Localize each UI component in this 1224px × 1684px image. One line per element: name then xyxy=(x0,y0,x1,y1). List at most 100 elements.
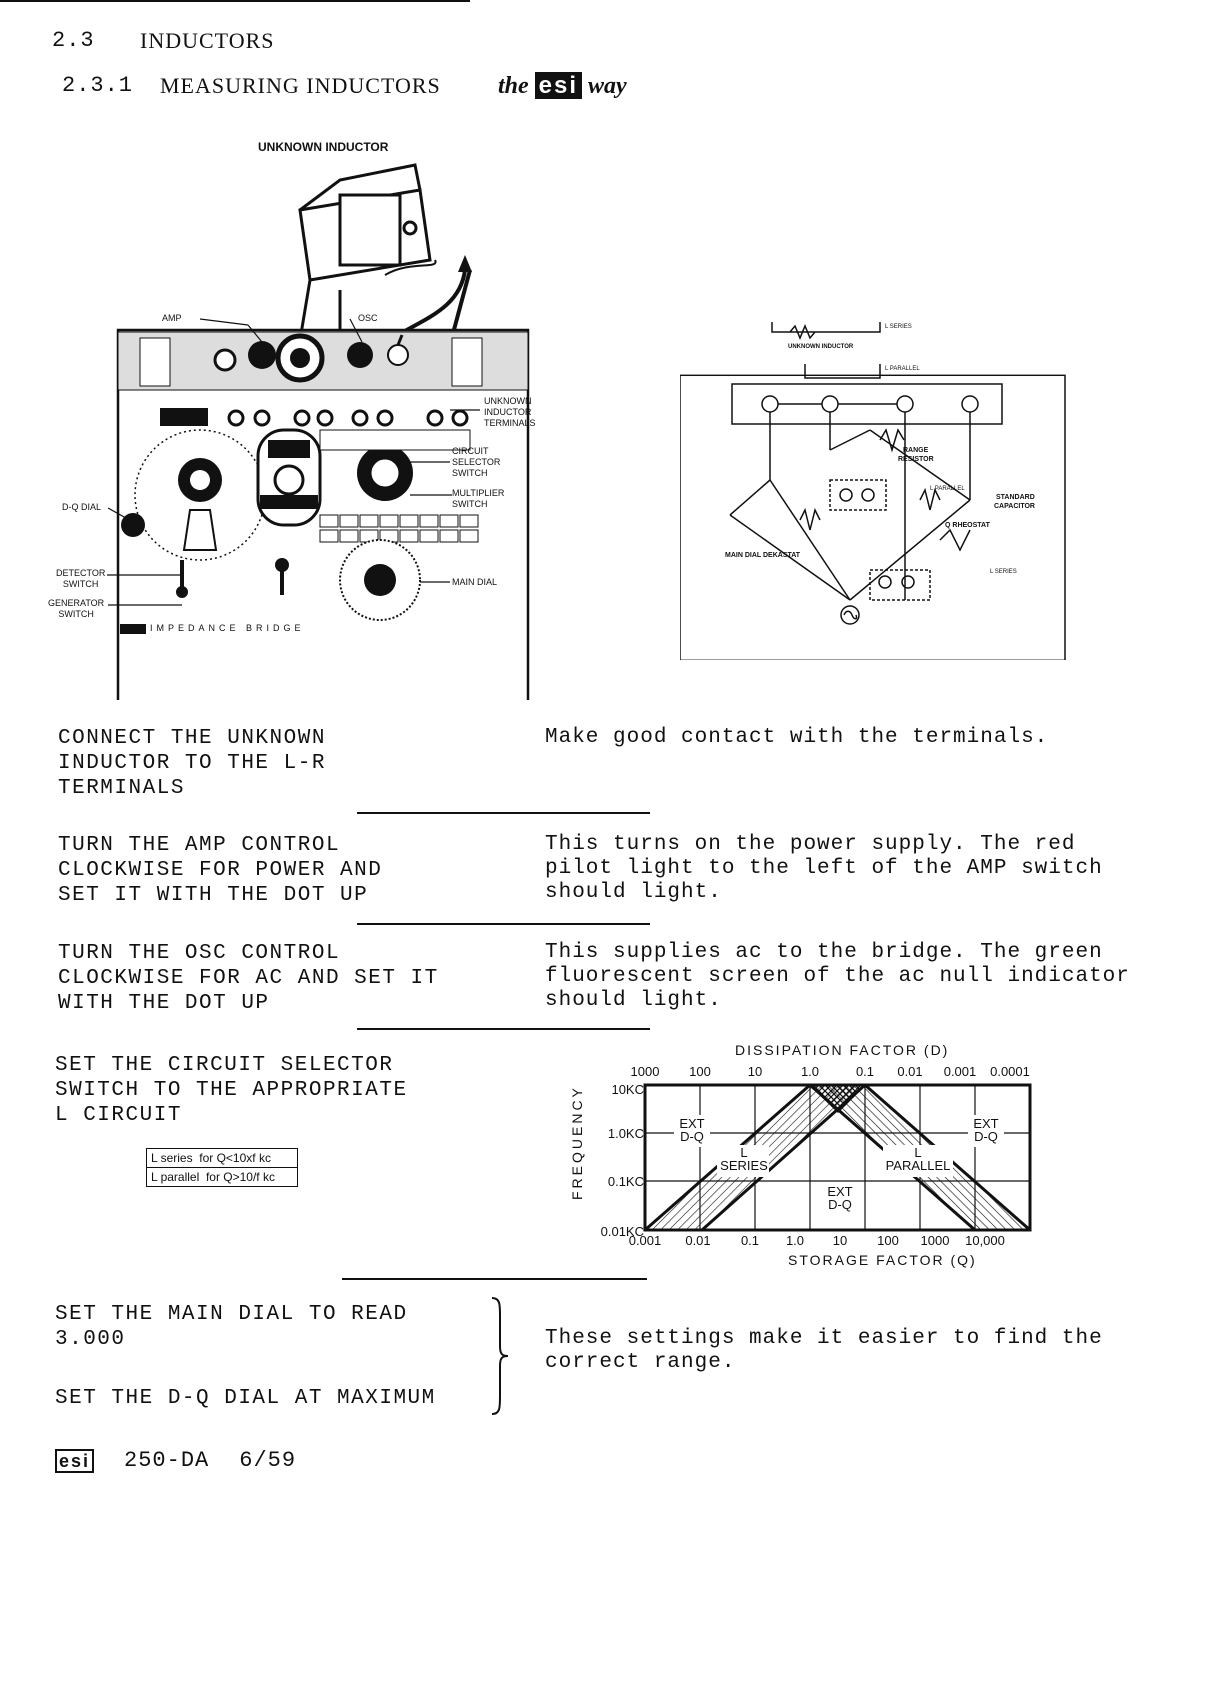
sch-lparallel: L PARALLEL xyxy=(930,486,965,492)
subsection-number: 2.3.1 xyxy=(62,73,134,98)
selector-line-2: SELECTOR xyxy=(452,457,501,467)
ext-dq-left-2: D-Q xyxy=(680,1129,704,1144)
footer-esi-logo: esi xyxy=(55,1448,95,1473)
step-2-note-line-1: This turns on the power supply. The red xyxy=(545,833,1076,856)
region-chart-plot: 1000 100 10 1.0 0.1 0.01 0.001 0.0001 10… xyxy=(570,1064,1032,1268)
footer-date: 6/59 xyxy=(239,1448,297,1473)
bridge-schematic: L SERIES UNKNOWN INDUCTOR L PARALLEL RAN… xyxy=(679,320,1070,662)
step-1-instruction: CONNECT THE UNKNOWN INDUCTOR TO THE L-R … xyxy=(58,726,326,801)
esi-way-logo: the esi way xyxy=(498,72,627,100)
l-parallel-condition: for Q>10/f kc xyxy=(205,1170,275,1184)
step-1-line-2: INDUCTOR TO THE L-R xyxy=(58,752,326,775)
sch-range-line-2: RESISTOR xyxy=(898,456,934,463)
section-title: INDUCTORS xyxy=(140,28,275,53)
step-1-note-line-1: Make good contact with the terminals. xyxy=(545,726,1049,749)
step-3-line-2: CLOCKWISE FOR AC AND SET IT xyxy=(58,967,439,990)
left-tick-3: 0.1KC xyxy=(608,1174,644,1189)
step-4-line-2: SWITCH TO THE APPROPRIATE xyxy=(55,1079,408,1102)
sch-unknown-inductor: UNKNOWN INDUCTOR xyxy=(788,344,854,350)
step-1-line-1: CONNECT THE UNKNOWN xyxy=(58,727,326,750)
selector-line-1: CIRCUIT xyxy=(452,446,489,456)
label-amp: AMP xyxy=(162,313,182,323)
main-dial-line-1: SET THE MAIN DIAL TO READ xyxy=(55,1303,408,1326)
step-2-line-1: TURN THE AMP CONTROL xyxy=(58,834,341,857)
sch-main-dial-dekastat: MAIN DIAL DEKASTAT xyxy=(725,552,801,559)
top-tick-5: 0.1 xyxy=(856,1064,874,1079)
ext-dq-right-2: D-Q xyxy=(974,1129,998,1144)
ext-dq-right-1: EXT xyxy=(973,1116,998,1131)
step-3-line-1: TURN THE OSC CONTROL xyxy=(58,942,341,965)
bottom-tick-3: 0.1 xyxy=(741,1233,759,1248)
top-tick-8: 0.0001 xyxy=(990,1064,1030,1079)
ext-dq-bottom-2: D-Q xyxy=(828,1197,852,1212)
step-3-note-line-2: fluorescent screen of the ac null indica… xyxy=(545,965,1130,988)
dq-dial-instruction: SET THE D-Q DIAL AT MAXIMUM xyxy=(55,1387,436,1410)
step-4-line-1: SET THE CIRCUIT SELECTOR xyxy=(55,1054,394,1077)
bottom-tick-6: 100 xyxy=(877,1233,899,1248)
step-2-note-line-2: pilot light to the left of the AMP switc… xyxy=(545,857,1103,880)
divider-2 xyxy=(357,923,650,925)
ext-dq-bottom-1: EXT xyxy=(827,1184,852,1199)
terminals-line-2: INDUCTOR xyxy=(484,407,532,417)
l-circuit-table: L series for Q<10xf kc L parallel for Q>… xyxy=(146,1148,298,1187)
divider-4 xyxy=(342,1278,647,1280)
label-osc: OSC xyxy=(358,313,378,323)
sch-lparallel-top: L PARALLEL xyxy=(885,366,920,372)
subsection-title: MEASURING INDUCTORS xyxy=(160,73,441,98)
generator-line-1: GENERATOR xyxy=(48,598,105,608)
top-tick-2: 100 xyxy=(689,1064,711,1079)
step-1-note: Make good contact with the terminals. xyxy=(545,726,1048,750)
bottom-tick-1: 0.001 xyxy=(629,1233,662,1248)
l-parallel-region-2: PARALLEL xyxy=(886,1158,951,1173)
sch-range-line-1: RANGE xyxy=(903,447,929,454)
region-chart-ylabel: FREQUENCY xyxy=(570,1085,585,1200)
logo-word: esi xyxy=(534,72,583,99)
divider-3 xyxy=(357,1028,650,1030)
step-3-note-line-1: This supplies ac to the bridge. The gree… xyxy=(545,941,1103,964)
top-tick-1: 1000 xyxy=(631,1064,660,1079)
final-note-line-2: correct range. xyxy=(545,1351,736,1374)
divider-1 xyxy=(357,812,650,814)
top-rule xyxy=(0,0,470,2)
section-number: 2.3 xyxy=(52,28,95,53)
l-series-region-2: SERIES xyxy=(720,1158,768,1173)
step-3-instruction: TURN THE OSC CONTROL CLOCKWISE FOR AC AN… xyxy=(58,941,439,1016)
top-tick-3: 10 xyxy=(748,1064,762,1079)
terminals-line-3: TERMINALS xyxy=(484,418,536,428)
panel-brand: IMPEDANCE BRIDGE xyxy=(150,623,305,633)
step-4-instruction: SET THE CIRCUIT SELECTOR SWITCH TO THE A… xyxy=(55,1053,408,1128)
left-tick-4: 0.01KC xyxy=(601,1224,644,1239)
step-3-note-line-3: should light. xyxy=(545,989,722,1012)
detector-line-2: SWITCH xyxy=(62,579,99,589)
l-circuit-row-parallel: L parallel for Q>10/f kc xyxy=(147,1168,297,1186)
step-4-line-3: L CIRCUIT xyxy=(55,1104,182,1127)
footer-doc: 250-DA xyxy=(124,1448,210,1473)
multiplier-line-1: MULTIPLIER xyxy=(452,488,505,498)
final-note: These settings make it easier to find th… xyxy=(545,1327,1103,1375)
l-series-region-1: L xyxy=(740,1145,747,1160)
label-multiplier-switch: MULTIPLIER SWITCH xyxy=(452,488,504,510)
bottom-tick-8: 10,000 xyxy=(965,1233,1005,1248)
detector-line-1: DETECTOR xyxy=(56,568,106,578)
sch-lseries: L SERIES xyxy=(990,569,1017,575)
label-detector-switch: DETECTOR SWITCH xyxy=(56,568,105,590)
top-tick-6: 0.01 xyxy=(897,1064,922,1079)
step-2-note-line-3: should light. xyxy=(545,881,722,904)
label-main-dial: MAIN DIAL xyxy=(452,577,498,587)
generator-line-2: SWITCH xyxy=(58,609,94,619)
bottom-tick-7: 1000 xyxy=(921,1233,950,1248)
step-2-line-2: CLOCKWISE FOR POWER AND xyxy=(58,859,383,882)
left-tick-1: 10KC xyxy=(611,1082,644,1097)
main-dial-line-2: 3.000 xyxy=(55,1328,126,1351)
sch-q-rheostat: Q RHEOSTAT xyxy=(945,522,991,529)
region-chart-xlabel: STORAGE FACTOR (Q) xyxy=(788,1252,977,1268)
step-3-line-3: WITH THE DOT UP xyxy=(58,992,270,1015)
brace-icon xyxy=(491,1297,509,1415)
region-chart-title: DISSIPATION FACTOR (D) xyxy=(735,1042,950,1058)
logo-prefix: the xyxy=(498,73,529,99)
multiplier-line-2: SWITCH xyxy=(452,499,488,509)
label-unknown-inductor-terminals: UNKNOWN INDUCTOR TERMINALS xyxy=(484,396,536,429)
step-2-line-3: SET IT WITH THE DOT UP xyxy=(58,884,369,907)
l-parallel-region-1: L xyxy=(914,1145,921,1160)
label-circuit-selector-switch: CIRCUIT SELECTOR SWITCH xyxy=(452,446,500,479)
